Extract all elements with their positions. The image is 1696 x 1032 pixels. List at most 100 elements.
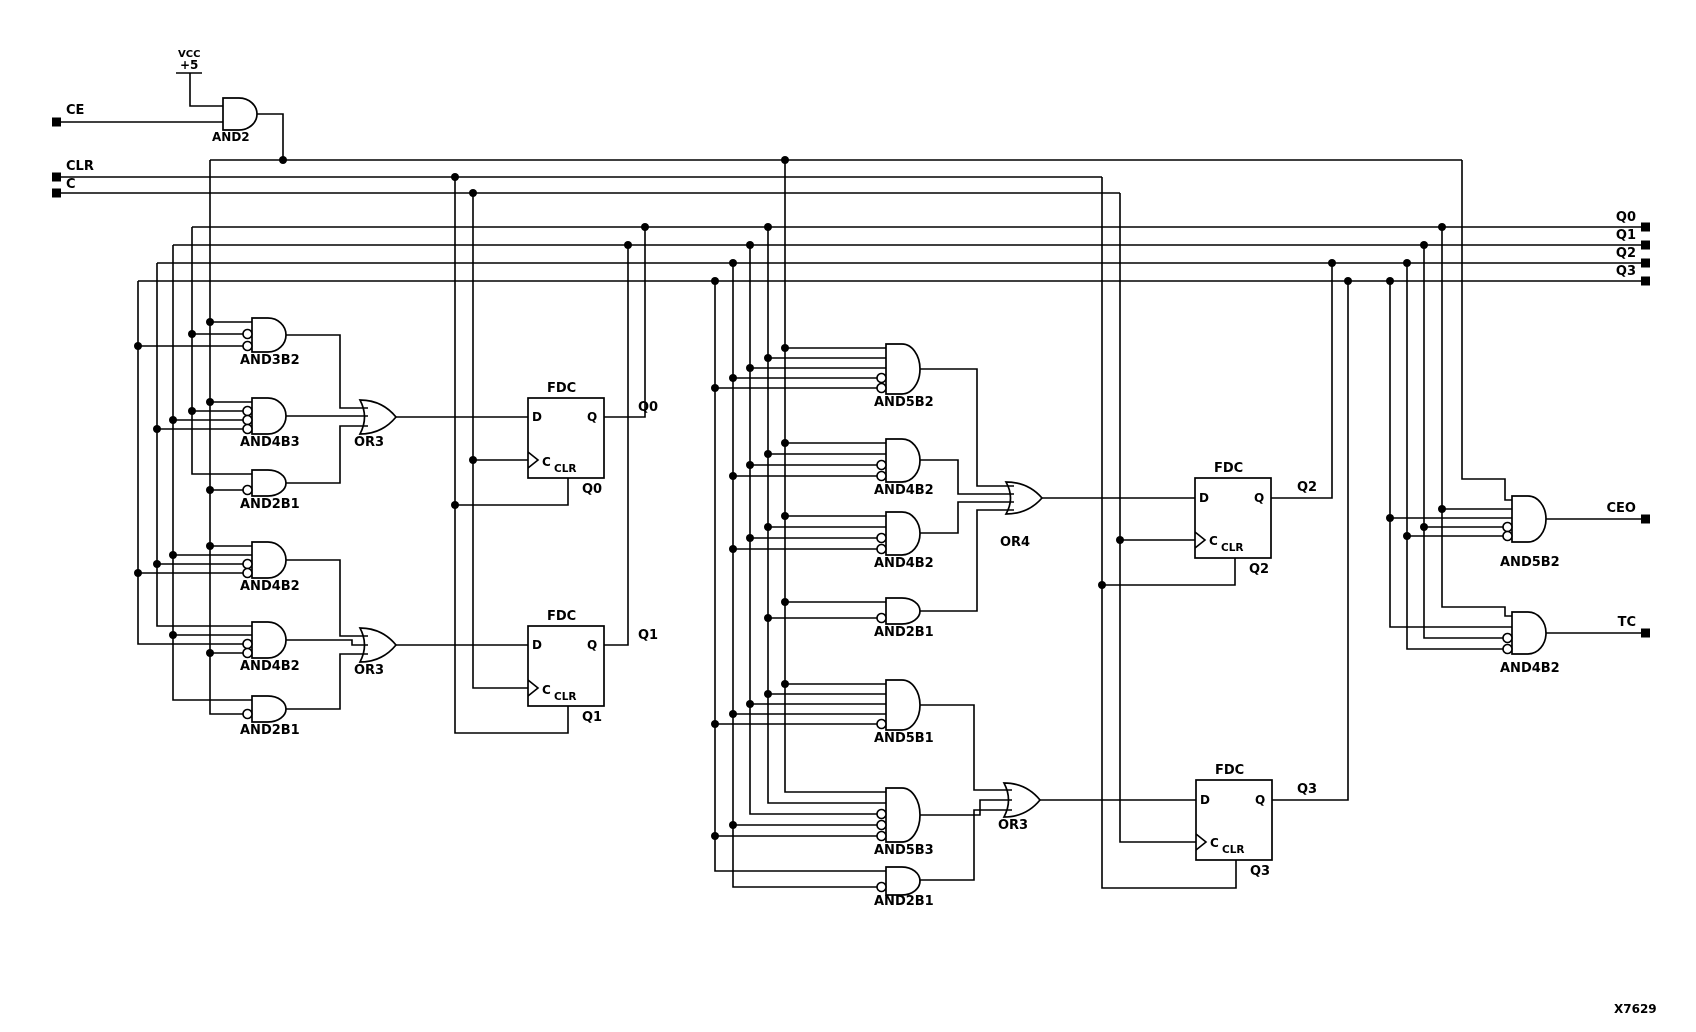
junction-dot: [206, 542, 214, 550]
junction-dot: [1403, 259, 1411, 267]
junction-dot: [1420, 523, 1428, 531]
and4b2-a-gate-body: [251, 541, 287, 579]
junction-dot: [711, 277, 719, 285]
and5b1-gate-label: AND5B1: [874, 731, 934, 746]
or3-b-gate-body: [358, 627, 398, 663]
and2b1-b-gate-label: AND2B1: [240, 723, 300, 738]
and2b1-m2-gate-body: [885, 866, 921, 896]
junction-dot: [729, 545, 737, 553]
fdc-q1-net-label: Q1: [638, 628, 658, 643]
and5b2-m-gate-label: AND5B2: [874, 395, 934, 410]
input-pins: CE CLR C: [66, 103, 94, 192]
inverter-bubble-icon: [876, 819, 887, 831]
fdc-q1-pin-q: Q: [587, 638, 597, 652]
inverter-bubble-icon: [1502, 632, 1513, 644]
junction-dot: [729, 259, 737, 267]
junction-dot: [729, 710, 737, 718]
junction-dot: [764, 690, 772, 698]
fdc-q2-box: [1194, 477, 1272, 559]
junction-dot: [729, 821, 737, 829]
fdc-q1-clock-triangle-icon: [527, 679, 540, 697]
inverter-bubble-icon: [242, 414, 253, 426]
junction-dot: [746, 700, 754, 708]
junction-dot: [206, 318, 214, 326]
fdc-q3-pin-q: Q: [1255, 793, 1265, 807]
inverter-bubble-icon: [1502, 530, 1513, 542]
plus5-label: +5: [180, 58, 198, 72]
junction-dot: [729, 374, 737, 382]
output-q0-label: Q0: [1616, 210, 1636, 225]
and2b1-m-gate-body: [885, 597, 921, 625]
inverter-bubble-icon: [242, 647, 253, 659]
fdc-q3-box: [1195, 779, 1273, 861]
fdc-q3-pin-c: C: [1210, 836, 1219, 850]
fdc-q2-net-label: Q2: [1297, 480, 1317, 495]
output-q2-label: Q2: [1616, 246, 1636, 261]
junction-dot: [764, 614, 772, 622]
inverter-bubble-icon: [242, 567, 253, 579]
or3-a-gate-body: [358, 399, 398, 435]
and4b2-m2-gate-body: [885, 511, 921, 556]
or3-a-gate-label: OR3: [354, 435, 384, 450]
inverter-bubble-icon: [876, 718, 887, 730]
junction-dot: [169, 631, 177, 639]
inverter-bubble-icon: [242, 484, 253, 496]
and4b2-b-gate-label: AND4B2: [240, 659, 300, 674]
fdc-q0-pin-q: Q: [587, 410, 597, 424]
and2b1-m2-gate-label: AND2B1: [874, 894, 934, 909]
junction-dot: [188, 330, 196, 338]
and4b3-gate-body: [251, 397, 287, 435]
and5b2-r-gate-label: AND5B2: [1500, 555, 1560, 570]
input-c-label: C: [66, 177, 76, 192]
junction-dot: [206, 649, 214, 657]
junction-dot: [1386, 514, 1394, 522]
io-pin-square: [52, 172, 61, 182]
fdc-q1-title: FDC: [547, 609, 576, 624]
fdc-q2-pin-clr: CLR: [1221, 542, 1243, 554]
fdc-q0-pin-c: C: [542, 455, 551, 469]
fdc-q3-net-label: Q3: [1297, 782, 1317, 797]
junction-dot: [781, 512, 789, 520]
inverter-bubble-icon: [876, 543, 887, 555]
inverter-bubble-icon: [1502, 643, 1513, 655]
inverter-bubble-icon: [876, 612, 887, 624]
flipflop-q0: FDC D Q C CLR Q0 Q0: [527, 381, 658, 497]
fdc-q0-box: [527, 397, 605, 479]
fdc-q3-clock-triangle-icon: [1195, 833, 1208, 851]
junction-dot: [641, 223, 649, 231]
and5b1-gate-body: [885, 679, 921, 731]
or3-b-gate-label: OR3: [354, 663, 384, 678]
fdc-q2-pin-d: D: [1199, 491, 1209, 505]
io-pin-square: [1641, 222, 1650, 232]
io-pin-square: [1641, 628, 1650, 638]
junction-dot: [1328, 259, 1336, 267]
junction-dot: [711, 384, 719, 392]
output-pins: Q0 Q1 Q2 Q3 CEO TC: [1607, 210, 1636, 630]
fdc-q3-title: FDC: [1215, 763, 1244, 778]
junction-dots: [134, 156, 1446, 840]
and4b2-m1-gate-body: [885, 438, 921, 483]
junction-dot: [624, 241, 632, 249]
io-pin-square: [52, 117, 61, 127]
flipflop-q2: FDC D Q C CLR Q2 Q2: [1194, 461, 1317, 577]
inverter-bubbles: [242, 328, 1513, 893]
and5b2-m-gate-body: [885, 343, 921, 395]
wire-mid-or-fdc: [920, 177, 1349, 889]
and5b3-gate-label: AND5B3: [874, 843, 934, 858]
io-pin-square: [1641, 276, 1650, 286]
wires: [61, 72, 1641, 889]
input-clr-label: CLR: [66, 159, 94, 174]
sheet-number: X7629: [1614, 1002, 1657, 1016]
and4b2-r-gate-body: [1511, 611, 1547, 655]
fdc-q1-pin-clr: CLR: [554, 691, 576, 703]
inverter-bubble-icon: [242, 558, 253, 570]
junction-dot: [188, 407, 196, 415]
inverter-bubble-icon: [876, 382, 887, 394]
junction-dot: [746, 534, 754, 542]
junction-dot: [469, 456, 477, 464]
and5b3-gate-body: [885, 787, 921, 843]
fdc-q1-pin-d: D: [532, 638, 542, 652]
and4b3-gate-label: AND4B3: [240, 435, 300, 450]
output-q3-label: Q3: [1616, 264, 1636, 279]
